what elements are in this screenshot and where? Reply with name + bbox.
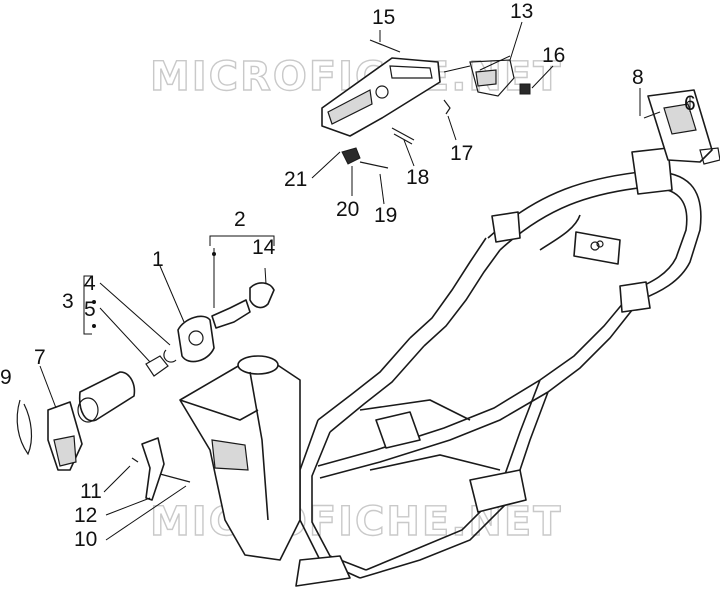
callout-18: 18	[406, 166, 429, 189]
callout-8: 8	[632, 66, 644, 89]
callout-20: 20	[336, 198, 359, 221]
callout-12: 12	[74, 504, 97, 527]
callout-7: 7	[34, 346, 46, 369]
callout-10: 10	[74, 528, 97, 551]
scooter-frame	[179, 147, 702, 587]
callout-9: 9	[0, 366, 12, 389]
callout-5: 5	[84, 298, 96, 321]
callout-2: 2	[234, 208, 246, 231]
callout-14: 14	[252, 236, 276, 259]
seat-lock-small-parts	[341, 39, 451, 169]
callout-1: 1	[152, 248, 164, 271]
callout-6: 6	[684, 92, 696, 115]
leader-lines	[39, 21, 691, 541]
callout-16: 16	[542, 44, 565, 67]
callout-3: 3	[62, 290, 74, 313]
callout-4: 4	[84, 272, 96, 295]
ignition-lock-group	[16, 282, 275, 471]
callout-13: 13	[510, 0, 533, 23]
callout-19: 19	[374, 204, 397, 227]
leader-dots	[92, 252, 216, 328]
callout-15: 15	[372, 6, 395, 29]
lock-lever-parts	[131, 437, 191, 501]
callout-11: 11	[80, 480, 102, 503]
callout-17: 17	[450, 142, 473, 165]
hook-plate-6	[643, 89, 720, 165]
callout-labels: 15 13 16 8 6 17 18 21 20 19 2 14 1 4 3 5…	[0, 0, 696, 551]
callout-21: 21	[284, 168, 307, 191]
seat-lock-bracket-13	[321, 57, 531, 137]
